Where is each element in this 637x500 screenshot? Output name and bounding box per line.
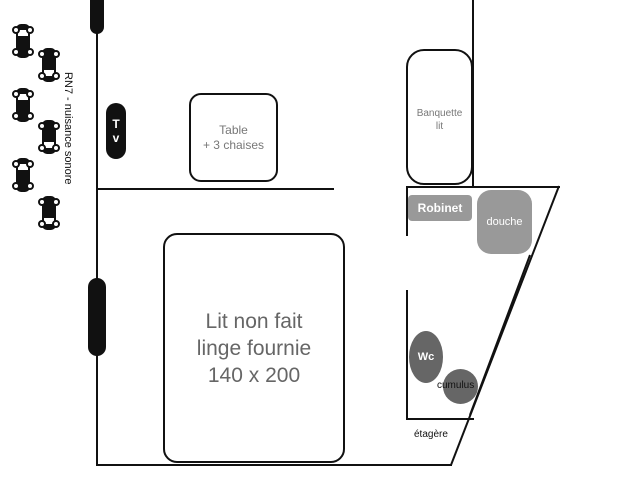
bathroom-left-wall-lower	[406, 290, 408, 420]
wc-label: Wc	[417, 351, 435, 363]
car-icon	[38, 196, 60, 230]
bed-label-line2: linge fournie	[196, 336, 312, 360]
banquette-label-line1: Banquette	[416, 108, 463, 119]
robinet-label: Robinet	[417, 201, 463, 215]
etagere-label: étagère	[414, 429, 448, 440]
door-west	[88, 278, 106, 356]
east-wall-upper	[472, 0, 474, 188]
cumulus-label: cumulus	[437, 380, 475, 391]
table-label-line2: + 3 chaises	[202, 137, 265, 152]
road-label: RN7 - nuisance sonore	[62, 72, 74, 185]
car-icon	[12, 88, 34, 122]
banquette-lit: Banquette lit	[406, 49, 473, 185]
tv-label-v: v	[112, 131, 120, 145]
car-icon	[12, 158, 34, 192]
south-wall	[96, 464, 452, 466]
car-icon	[38, 48, 60, 82]
window-top	[90, 0, 104, 34]
bed-label-line1: Lit non fait	[205, 309, 303, 333]
bathroom-left-wall-upper	[406, 186, 408, 236]
etagere-top-line	[406, 418, 474, 420]
bed-label-line3: 140 x 200	[207, 363, 301, 387]
tv: T v	[106, 103, 126, 159]
main-bed: Lit non fait linge fournie 140 x 200	[163, 233, 345, 463]
table-label-line1: Table	[219, 122, 248, 137]
douche: douche	[477, 190, 532, 254]
banquette-label-line2: lit	[435, 121, 444, 132]
bathroom-top-wall	[406, 186, 560, 188]
table: Table + 3 chaises	[189, 93, 278, 182]
cumulus	[443, 369, 478, 404]
tv-label-t: T	[112, 117, 120, 131]
cars-group	[12, 24, 60, 230]
wc: Wc	[409, 331, 443, 383]
car-icon	[12, 24, 34, 58]
diagonal-inner-wall	[469, 254, 531, 416]
douche-label: douche	[486, 216, 523, 228]
robinet: Robinet	[408, 195, 472, 221]
west-wall	[96, 0, 98, 466]
car-icon	[38, 120, 60, 154]
interior-wall-horizontal	[96, 188, 334, 190]
